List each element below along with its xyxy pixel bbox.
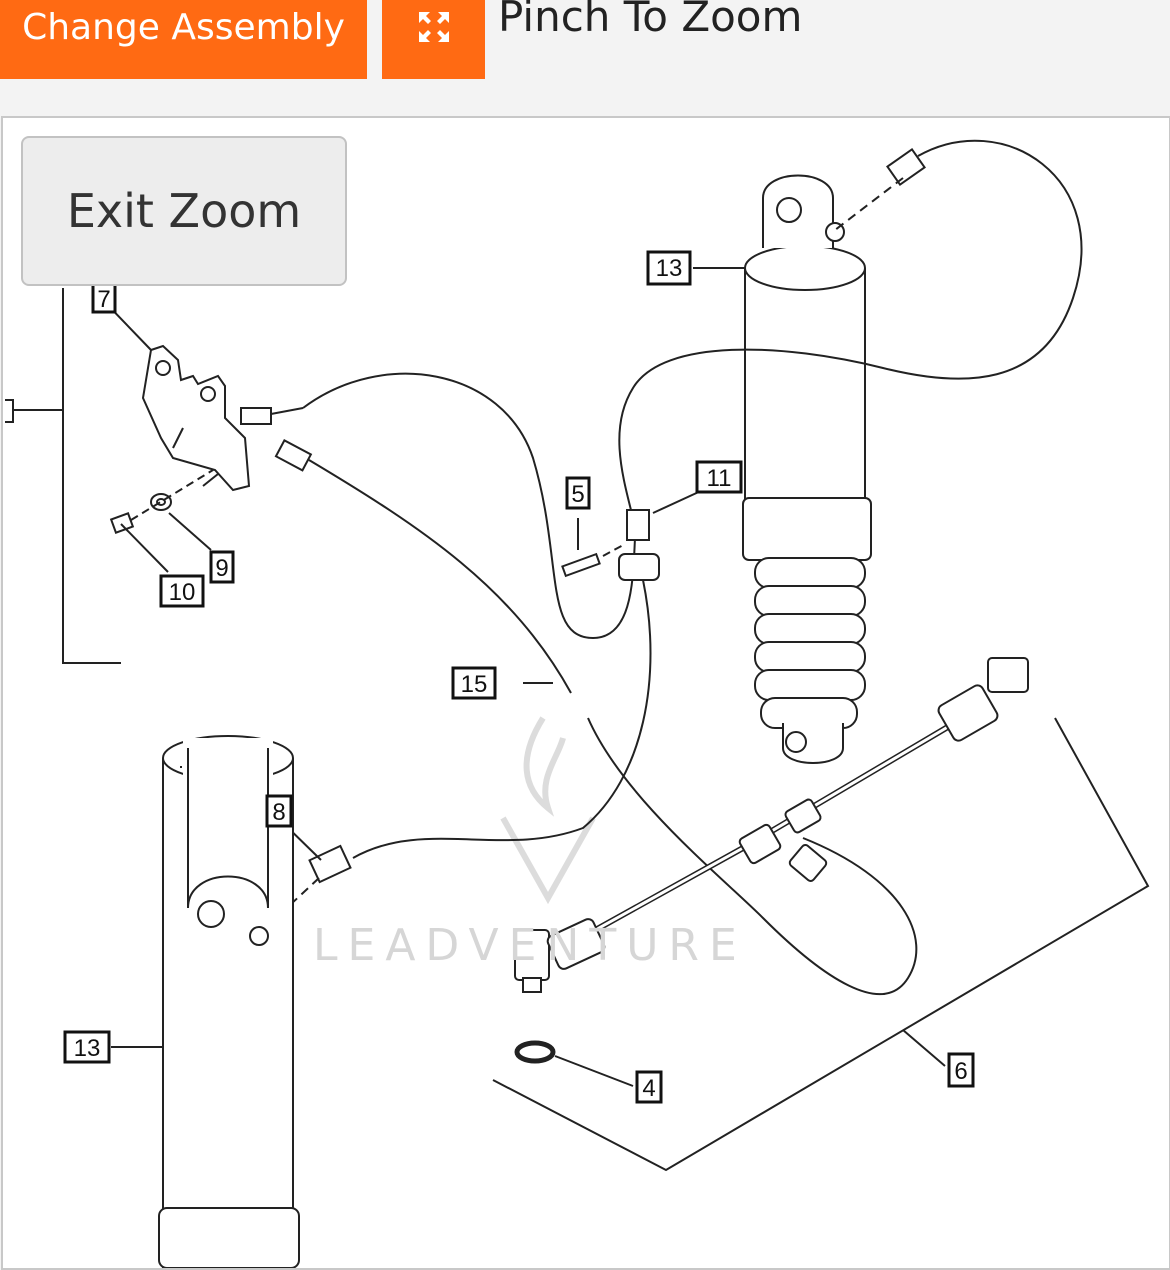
callout-11: 11 xyxy=(707,465,732,492)
callout-10: 10 xyxy=(169,579,196,606)
exit-zoom-label: Exit Zoom xyxy=(66,184,302,238)
expand-arrows-icon xyxy=(418,11,449,42)
fullscreen-button[interactable] xyxy=(382,0,485,79)
watermark-logo-icon xyxy=(500,716,596,905)
callout-4: 4 xyxy=(642,1075,655,1102)
diagram-viewer[interactable]: LEADVENTURE 13 7 5 11 9 10 15 8 13 4 xyxy=(1,116,1170,1270)
pinch-to-zoom-label: Pinch To Zoom xyxy=(498,0,803,41)
callout-7: 7 xyxy=(97,286,110,313)
callout-15: 15 xyxy=(461,671,488,698)
callout-13-upper: 13 xyxy=(656,255,683,282)
parts-diagram: LEADVENTURE 13 7 5 11 9 10 15 8 13 4 xyxy=(5,139,1150,1268)
watermark-text: LEADVENTURE xyxy=(313,920,747,971)
callout-13-lower: 13 xyxy=(74,1035,101,1062)
exit-zoom-button[interactable]: Exit Zoom xyxy=(21,136,347,286)
callout-9: 9 xyxy=(215,555,228,582)
change-assembly-button[interactable]: Change Assembly xyxy=(0,0,367,79)
callout-5: 5 xyxy=(571,481,584,508)
top-toolbar: Change Assembly Pinch To Zoom xyxy=(0,0,1170,116)
change-assembly-label: Change Assembly xyxy=(22,7,345,48)
callout-8: 8 xyxy=(272,799,285,826)
callout-6: 6 xyxy=(954,1058,967,1085)
